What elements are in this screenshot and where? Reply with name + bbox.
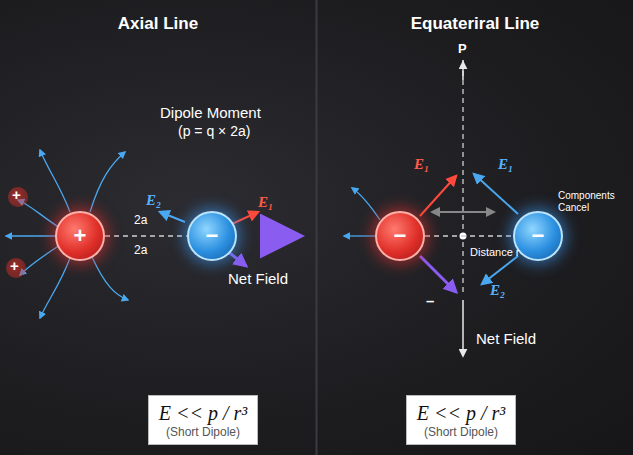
annotation-label: + — [10, 257, 19, 274]
annotation-label: E₁ — [414, 156, 429, 173]
formula-text: E << p / r³ — [159, 402, 248, 425]
annotation-label: E₂ — [490, 282, 505, 299]
annotation-label: Distance r — [470, 246, 520, 259]
annotation-label: E₁ — [498, 156, 513, 173]
annotation-label: E₂ — [146, 192, 161, 209]
charge-sign: − — [532, 223, 545, 249]
charge-sign: − — [206, 223, 219, 249]
dipole-axis — [425, 235, 513, 236]
annotation-label: Net Field — [228, 270, 288, 287]
annotation-label: Components Cancel — [558, 190, 624, 213]
formula-box: E << p / r³(Short Dipole) — [148, 395, 259, 445]
charge-sign: + — [74, 223, 87, 249]
annotation-label: 2a — [134, 214, 147, 228]
dipole-axis — [105, 235, 187, 236]
annotation-label: P — [458, 42, 467, 57]
negative-charge: − — [187, 211, 237, 261]
charge-sign: − — [394, 223, 407, 249]
formula-note: (Short Dipole) — [159, 425, 248, 439]
annotation-label: Net Field — [476, 330, 536, 347]
annotation-label: + — [12, 186, 21, 203]
formula-box: E << p / r³(Short Dipole) — [406, 395, 517, 445]
negative-charge: − — [513, 211, 563, 261]
annotation-label: 2a — [134, 244, 147, 258]
formula-text: E << p / r³ — [417, 402, 506, 425]
panel-heading: Axial Line — [0, 14, 316, 34]
negative-charge: − — [375, 211, 425, 261]
formula-note: (Short Dipole) — [417, 425, 506, 439]
annotation-label: (p = q × 2a) — [178, 123, 250, 139]
positive-charge: + — [55, 211, 105, 261]
panel-heading: Equateriral Line — [317, 14, 633, 34]
annotation-label: – — [426, 292, 434, 309]
annotation-label: E₁ — [258, 194, 273, 211]
annotation-label: Dipole Moment — [160, 104, 261, 121]
